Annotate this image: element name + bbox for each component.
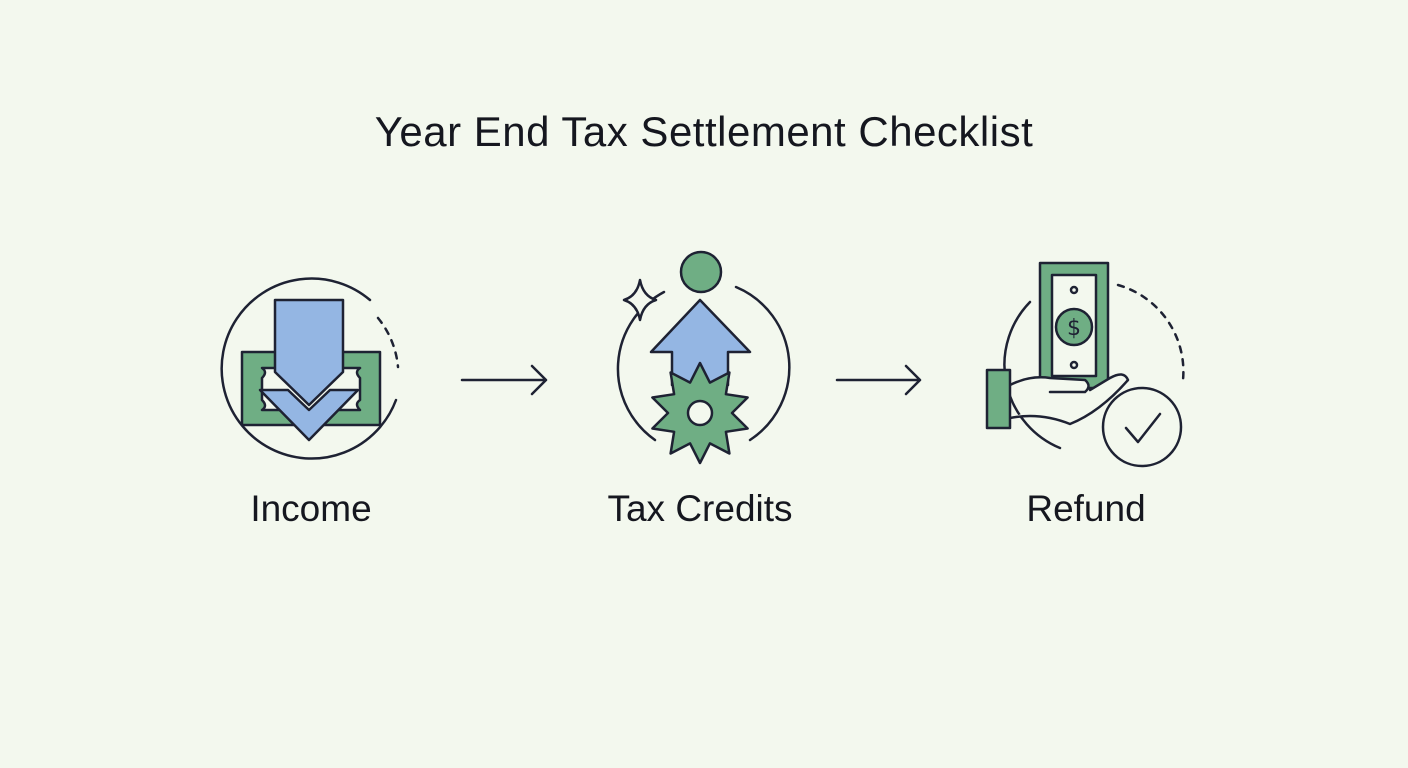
money-down-arrow-icon — [220, 277, 400, 460]
arrow-right-icon — [460, 364, 548, 396]
step-label-refund: Refund — [1026, 488, 1146, 529]
svg-text:$: $ — [1067, 316, 1081, 341]
step-label-tax-credits: Tax Credits — [607, 488, 793, 529]
page-title: Year End Tax Settlement Checklist — [374, 108, 1034, 155]
arrow-right-icon — [835, 364, 922, 396]
hand-money-check-icon: $ — [985, 261, 1185, 468]
arrow-up-gear-icon — [616, 250, 791, 465]
step-label-income: Income — [250, 488, 372, 529]
